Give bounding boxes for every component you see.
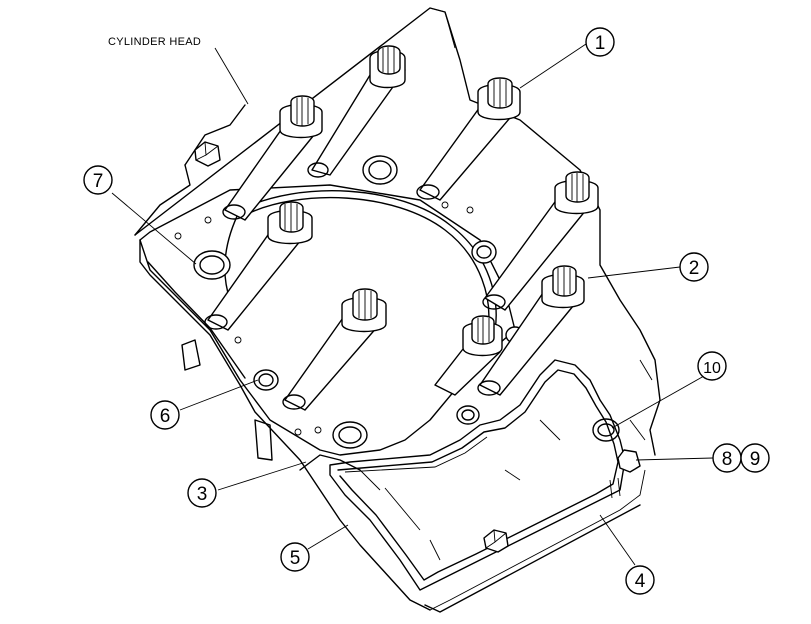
head-bolt [282, 288, 387, 411]
head-bolt [222, 95, 323, 221]
cylinder-head-label: CYLINDER HEAD [108, 36, 201, 48]
spacer-plate [299, 359, 646, 613]
callout-10-label: 10 [703, 360, 721, 377]
callout-8-label: 8 [722, 449, 733, 470]
head-bolt [307, 45, 406, 178]
callout-3-label: 3 [197, 484, 208, 505]
callout-6: 6 [150, 400, 180, 430]
callout-4-label: 4 [635, 571, 646, 592]
callout-9: 9 [740, 443, 770, 473]
callout-7: 7 [83, 165, 113, 195]
callout-5: 5 [280, 542, 310, 572]
leader-lines [111, 43, 714, 566]
callout-2-label: 2 [689, 258, 700, 279]
head-bolt [204, 201, 313, 331]
callout-2: 2 [679, 252, 709, 282]
callout-4: 4 [625, 565, 655, 595]
head-gasket [139, 155, 620, 611]
head-bolt [434, 315, 503, 396]
callout-8: 8 [712, 443, 742, 473]
callout-1-label: 1 [595, 33, 606, 54]
callout-3: 3 [187, 478, 217, 508]
head-bolt [477, 265, 585, 396]
head-bolt [416, 77, 521, 201]
callout-9-label: 9 [750, 449, 761, 470]
head-bolts [204, 45, 599, 411]
callout-1: 1 [585, 27, 615, 57]
callout-6-label: 6 [160, 406, 171, 427]
callout-10: 10 [697, 351, 727, 381]
callout-7-label: 7 [93, 171, 104, 192]
callout-5-label: 5 [290, 548, 301, 569]
head-bolt [482, 171, 599, 311]
